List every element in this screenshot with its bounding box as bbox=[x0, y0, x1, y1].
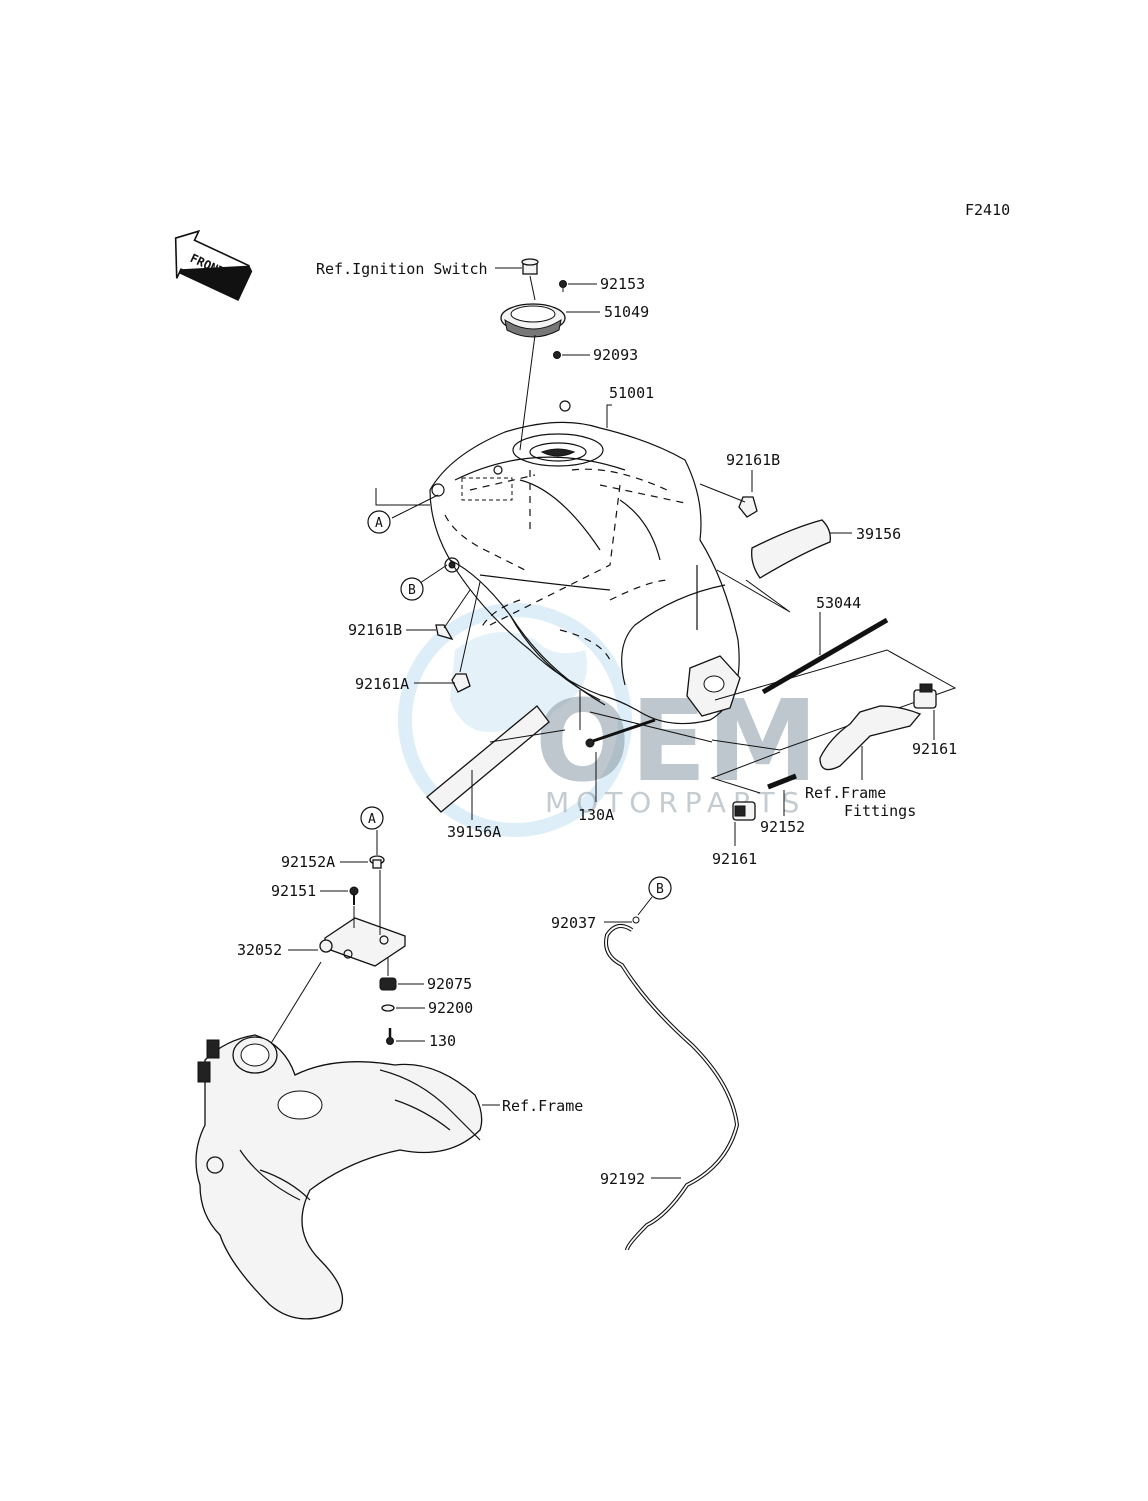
watermark-globe-land bbox=[450, 632, 587, 733]
callout-a-text-bottom: A bbox=[368, 812, 376, 827]
main-frame-part bbox=[195, 1034, 483, 1320]
collar-92152-part bbox=[767, 773, 797, 790]
leader-92161B-left-to-tank bbox=[443, 589, 471, 629]
bolt-130A-part bbox=[585, 718, 656, 748]
label-ref-frame: Ref.Frame bbox=[502, 1097, 583, 1115]
bolt-130-part bbox=[386, 1028, 394, 1045]
label-92161B-left: 92161B bbox=[348, 621, 402, 639]
leader-92161B-right-pad bbox=[699, 483, 746, 503]
leader-a bbox=[391, 494, 439, 519]
watermark-globe-ring bbox=[398, 603, 632, 837]
leader-frame-outline-top bbox=[711, 649, 957, 751]
pad-92161B-right-part bbox=[738, 496, 758, 518]
leader-b bbox=[419, 564, 448, 584]
callout-b-circle-bottom bbox=[648, 876, 672, 900]
pad-92161A-part bbox=[451, 673, 471, 693]
rubber-92161-bottom-part bbox=[732, 801, 756, 821]
ignition-switch-part bbox=[521, 258, 539, 275]
callout-b-text-top: B bbox=[408, 583, 416, 598]
label-92153: 92153 bbox=[600, 275, 645, 293]
leader-cap-to-tank bbox=[519, 334, 536, 451]
washer-92200-part bbox=[381, 1004, 395, 1012]
pad-92161B-left-part bbox=[435, 624, 454, 641]
bracket-32052-part bbox=[319, 917, 406, 967]
figure-code: F2410 bbox=[965, 201, 1010, 219]
label-92093: 92093 bbox=[593, 346, 638, 364]
label-51001: 51001 bbox=[609, 384, 654, 402]
leader-frame-outline-bottom bbox=[710, 751, 781, 794]
label-130A: 130A bbox=[578, 806, 614, 824]
label-92161B-right: 92161B bbox=[726, 451, 780, 469]
rod-53044-part bbox=[761, 617, 889, 695]
watermark-sub: MOTORPARTS bbox=[545, 786, 806, 819]
label-92161-right: 92161 bbox=[912, 740, 957, 758]
leader-ign-to-cap bbox=[529, 275, 536, 301]
label-ref-ignition-switch: Ref.Ignition Switch bbox=[316, 260, 488, 278]
hose-92192-part bbox=[604, 924, 740, 1251]
label-92192: 92192 bbox=[600, 1170, 645, 1188]
strip-39156-part bbox=[751, 519, 831, 579]
callout-b-text-bottom: B bbox=[656, 882, 664, 897]
label-92161A: 92161A bbox=[355, 675, 409, 693]
collar-92152A-part bbox=[369, 855, 385, 869]
label-ref-frame-fittings-2: Fittings bbox=[844, 802, 916, 820]
cap-51049-part bbox=[500, 303, 566, 338]
leader-bolt-line bbox=[589, 711, 713, 743]
callout-a-text-top: A bbox=[375, 516, 383, 531]
label-92075: 92075 bbox=[427, 975, 472, 993]
label-39156A: 39156A bbox=[447, 823, 501, 841]
strip-39156A-part bbox=[426, 705, 550, 813]
rubber-92161-right-part bbox=[913, 683, 937, 709]
label-51049: 51049 bbox=[604, 303, 649, 321]
watermark: OEM MOTORPARTS bbox=[398, 603, 818, 837]
leader-bracket-to-frame bbox=[269, 961, 322, 1046]
bolt-92093-part bbox=[553, 351, 561, 359]
screw-92153-part bbox=[559, 280, 567, 292]
frame-fittings-part bbox=[819, 705, 922, 771]
label-ref-frame-fittings-1: Ref.Frame bbox=[805, 784, 886, 802]
callout-b-circle-top bbox=[400, 577, 424, 601]
leader-b-bottom bbox=[637, 896, 653, 916]
fuel-tank-51001-part bbox=[429, 400, 741, 725]
label-92152: 92152 bbox=[760, 818, 805, 836]
leader-39156-to-tank bbox=[716, 569, 791, 613]
leader-92161A-to-tank bbox=[459, 581, 481, 673]
clip-92037-part bbox=[632, 916, 640, 924]
label-92151: 92151 bbox=[271, 882, 316, 900]
label-53044: 53044 bbox=[816, 594, 861, 612]
label-92161-bottom: 92161 bbox=[712, 850, 757, 868]
rubber-92075-part bbox=[379, 977, 397, 991]
front-arrow-icon: FRONT bbox=[174, 229, 253, 301]
label-92037: 92037 bbox=[551, 914, 596, 932]
bolt-92151-part bbox=[349, 886, 359, 905]
label-32052: 32052 bbox=[237, 941, 282, 959]
label-130: 130 bbox=[429, 1032, 456, 1050]
callout-a-circle-bottom bbox=[360, 806, 384, 830]
leader-51001 bbox=[606, 404, 612, 428]
label-39156: 39156 bbox=[856, 525, 901, 543]
callout-a-circle-top bbox=[367, 510, 391, 534]
label-92200: 92200 bbox=[428, 999, 473, 1017]
leader-39156A-to-tank bbox=[489, 729, 566, 743]
label-92152A: 92152A bbox=[281, 853, 335, 871]
leader-a-top bbox=[375, 488, 430, 506]
